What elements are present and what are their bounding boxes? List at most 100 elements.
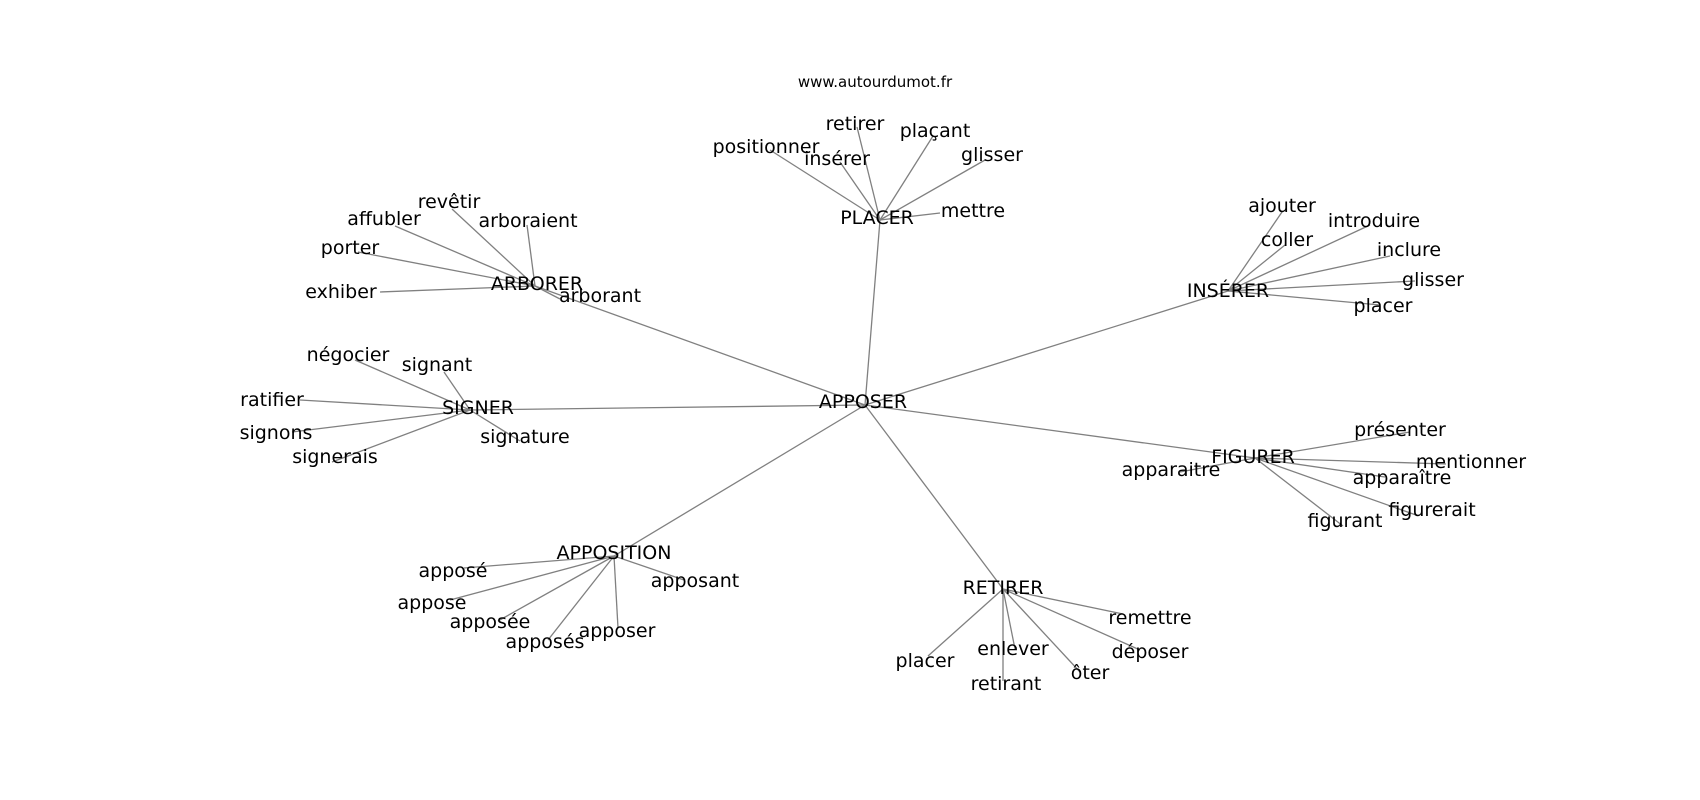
group-node-placer[interactable]: PLACER (840, 207, 914, 229)
word-node-placer[interactable]: positionner (713, 136, 820, 158)
group-node-apposition[interactable]: APPOSITION (557, 542, 672, 564)
edge-inserer-word (1227, 211, 1283, 292)
word-node-inserer[interactable]: inclure (1377, 239, 1441, 261)
word-node-arborer[interactable]: affubler (347, 208, 421, 230)
edge-apposer-retirer (864, 404, 1004, 590)
edge-inserer-word (1227, 290, 1381, 306)
word-node-retirer[interactable]: enlever (977, 638, 1049, 660)
word-node-signer[interactable]: négocier (307, 344, 390, 366)
edge-inserer-word (1227, 255, 1391, 292)
edge-apposer-signer (469, 404, 866, 411)
edge-apposition-word (497, 555, 615, 622)
word-node-signer[interactable]: signature (480, 426, 570, 448)
word-node-apposition[interactable]: apposant (651, 570, 739, 592)
edge-placer-word (879, 159, 986, 221)
edge-signer-word (299, 399, 471, 411)
word-node-inserer[interactable]: placer (1354, 295, 1413, 317)
word-node-placer[interactable]: mettre (941, 200, 1005, 222)
group-node-inserer[interactable]: INSÉRER (1187, 279, 1269, 302)
edge-apposition-word (463, 555, 615, 569)
word-node-arborer[interactable]: arborant (559, 285, 641, 307)
edge-signer-word (443, 371, 471, 411)
edge-placer-word (769, 149, 881, 221)
word-node-retirer[interactable]: retirant (971, 673, 1042, 695)
word-node-figurer[interactable]: apparaitre (1122, 459, 1221, 481)
edge-apposition-word (613, 555, 619, 629)
edge-retirer-word (1002, 588, 1141, 651)
word-node-signer[interactable]: signant (402, 354, 472, 376)
edge-signer-word (331, 409, 471, 463)
word-node-retirer[interactable]: placer (896, 650, 955, 672)
edges-layer (291, 126, 1447, 681)
edge-retirer-word (927, 588, 1004, 657)
group-node-figurer[interactable]: FIGURER (1211, 446, 1295, 468)
word-node-placer[interactable]: plaçant (900, 120, 971, 142)
word-node-arborer[interactable]: revêtir (418, 191, 481, 213)
edge-placer-word (856, 126, 881, 221)
word-node-inserer[interactable]: coller (1261, 229, 1313, 251)
group-node-retirer[interactable]: RETIRER (963, 577, 1044, 599)
word-node-placer[interactable]: insérer (804, 148, 870, 170)
center-node-label[interactable]: APPOSER (819, 391, 907, 413)
word-node-apposition[interactable]: apposé (419, 560, 488, 582)
word-node-arborer[interactable]: exhiber (305, 281, 377, 303)
word-node-figurer[interactable]: figurerait (1388, 499, 1475, 521)
edge-figurer-word (1254, 431, 1411, 459)
edge-placer-word (839, 161, 881, 221)
word-node-figurer[interactable]: apparaître (1353, 467, 1452, 489)
word-node-signer[interactable]: ratifier (240, 389, 304, 411)
edge-inserer-word (1227, 280, 1416, 292)
edge-apposition-word (449, 555, 615, 601)
edge-figurer-word (1179, 457, 1256, 473)
word-node-signer[interactable]: signerais (292, 446, 378, 468)
edge-apposition-word (613, 555, 685, 581)
word-node-arborer[interactable]: porter (321, 237, 380, 259)
edge-arborer-word (451, 208, 536, 287)
edge-apposer-apposition (613, 404, 866, 557)
word-node-figurer[interactable]: mentionner (1416, 451, 1526, 473)
edge-signer-word (469, 409, 521, 442)
edge-placer-word (879, 212, 941, 221)
word-node-retirer[interactable]: ôter (1071, 662, 1110, 684)
word-node-retirer[interactable]: déposer (1112, 641, 1189, 663)
word-node-apposition[interactable]: appose (398, 592, 467, 614)
edge-inserer-word (1227, 224, 1371, 292)
word-node-placer[interactable]: retirer (826, 113, 885, 135)
edge-arborer-word (357, 251, 536, 287)
edge-retirer-word (1002, 588, 1081, 673)
word-node-placer[interactable]: glisser (961, 144, 1023, 166)
word-node-signer[interactable]: signons (240, 422, 313, 444)
word-node-apposition[interactable]: apposée (450, 611, 531, 633)
edge-inserer-word (1227, 244, 1286, 292)
edge-retirer-word (1002, 588, 1016, 650)
word-node-arborer[interactable]: arboraient (478, 210, 577, 232)
edge-signer-word (354, 359, 471, 411)
edge-arborer-word (526, 224, 536, 287)
edge-arborer-word (534, 285, 561, 300)
word-node-inserer[interactable]: glisser (1402, 269, 1464, 291)
edge-figurer-word (1254, 457, 1447, 465)
group-node-signer[interactable]: SIGNER (442, 397, 514, 419)
edge-apposer-arborer (534, 285, 866, 406)
edge-placer-word (879, 135, 934, 221)
word-node-inserer[interactable]: ajouter (1248, 195, 1316, 217)
edge-signer-word (291, 409, 471, 433)
group-node-arborer[interactable]: ARBORER (491, 273, 583, 295)
word-node-apposition[interactable]: apposer (579, 620, 656, 642)
edge-apposer-figurer (864, 404, 1256, 459)
edge-arborer-word (394, 225, 536, 287)
word-node-figurer[interactable]: présenter (1354, 419, 1446, 441)
word-node-inserer[interactable]: introduire (1328, 210, 1420, 232)
word-node-retirer[interactable]: remettre (1108, 607, 1191, 629)
word-node-figurer[interactable]: figurant (1307, 510, 1382, 532)
edge-apposition-word (547, 555, 615, 641)
edge-figurer-word (1254, 457, 1344, 527)
edge-figurer-word (1254, 457, 1417, 516)
edge-apposer-placer (864, 219, 881, 406)
edge-figurer-word (1254, 457, 1386, 478)
edge-apposer-inserer (864, 290, 1229, 406)
word-node-apposition[interactable]: apposés (506, 631, 585, 653)
source-credit: www.autourdumot.fr (798, 73, 953, 91)
